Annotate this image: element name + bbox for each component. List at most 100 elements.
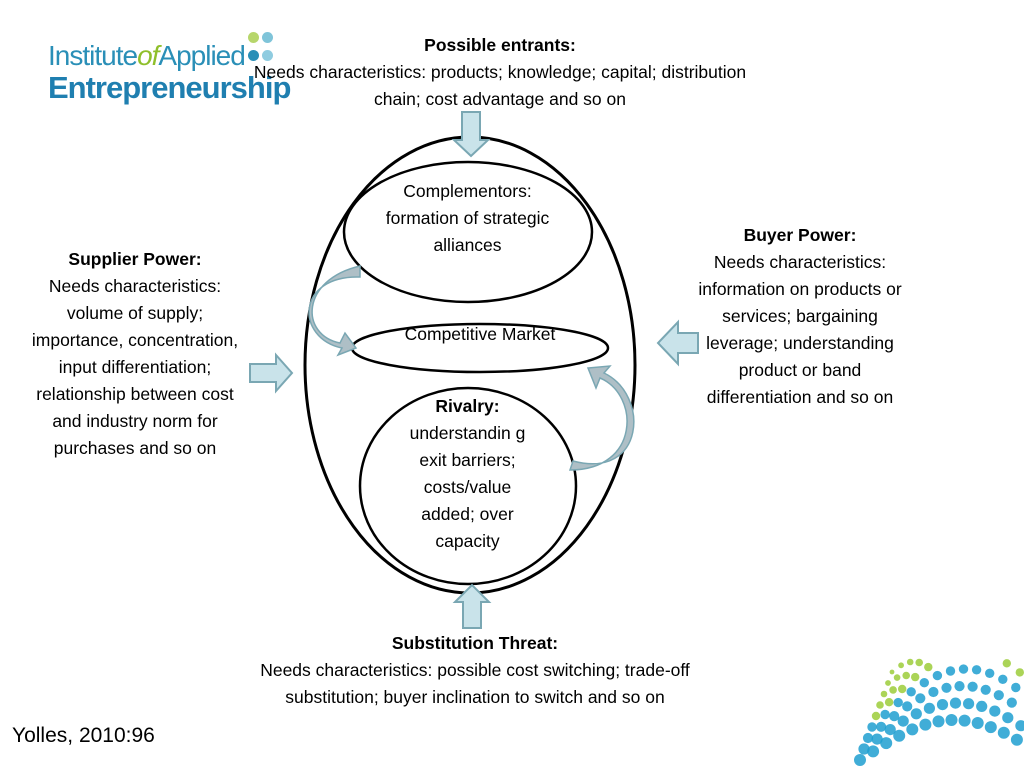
decor-dot [984, 721, 997, 734]
decor-dot [893, 729, 906, 742]
decor-dot [889, 669, 895, 675]
decor-dot [876, 721, 887, 732]
decor-dot [941, 682, 952, 693]
substitution-title: Substitution Threat: [391, 633, 559, 653]
decor-dot [885, 680, 891, 686]
decor-dot [862, 732, 874, 744]
rivalry-title: Rivalry: [435, 396, 500, 416]
logo-word-of: of [137, 40, 159, 71]
decor-dot [932, 670, 943, 681]
decor-dot [889, 686, 897, 694]
decor-dot [906, 687, 916, 697]
curved-arrow-left [308, 265, 361, 357]
decor-dot [923, 702, 936, 714]
supplier-body: Needs characteristics: volume of supply;… [31, 276, 239, 458]
arrow-right-supplier [249, 352, 294, 394]
citation: Yolles, 2010:96 [12, 724, 155, 747]
decor-dot [993, 690, 1004, 701]
decor-dot [858, 743, 870, 755]
decor-dot [971, 665, 982, 675]
logo-line2: Entrepreneurship [48, 70, 291, 105]
decor-dot [924, 662, 933, 672]
institute-logo: InstituteofApplied Entrepreneurship [48, 30, 291, 106]
arrow-down-entrants [451, 111, 491, 158]
decor-dot [1015, 720, 1024, 732]
decor-dot [963, 698, 975, 710]
decor-dot [915, 693, 926, 704]
decor-dot [945, 666, 956, 676]
decor-dot [949, 697, 962, 709]
entrants-text: Possible entrants: Needs characteristics… [240, 32, 760, 113]
decor-dot [989, 705, 1001, 717]
market-text: Competitive Market [400, 321, 560, 348]
decor-dot [876, 701, 884, 709]
decor-dot [1015, 668, 1024, 677]
decor-dot [854, 754, 866, 766]
decor-dot [932, 715, 945, 728]
decor-dot [919, 678, 929, 688]
arrow-up-substitution [452, 583, 492, 629]
logo-dot [262, 32, 273, 43]
rivalry-ellipse [358, 386, 578, 586]
rivalry-text: Rivalry: understandin g exit barriers; c… [395, 393, 540, 555]
logo-word-applied: Applied [158, 40, 245, 71]
decor-dot [967, 681, 978, 692]
buyer-title: Buyer Power: [743, 225, 857, 245]
decor-dot [902, 671, 910, 680]
decor-dot [871, 711, 881, 721]
curved-arrow-right [568, 365, 635, 471]
buyer-body: Needs characteristics: information on pr… [698, 252, 902, 407]
decor-dot [919, 718, 932, 731]
decor-dot [884, 698, 894, 707]
decor-dot [985, 668, 995, 678]
decor-dot [906, 723, 919, 736]
logo-line1: InstituteofApplied [48, 40, 246, 72]
decor-dot [880, 737, 893, 750]
decor-dot [880, 690, 888, 698]
substitution-text: Substitution Threat: Needs characteristi… [220, 630, 730, 711]
supplier-title: Supplier Power: [68, 249, 202, 269]
buyer-text: Buyer Power: Needs characteristics: info… [695, 222, 905, 411]
complementors-text: Complementors: formation of strategic al… [380, 178, 555, 259]
decor-dot [897, 715, 909, 727]
decor-dot [898, 662, 904, 669]
complementors-body: Complementors: formation of strategic al… [385, 181, 550, 255]
decor-dot [902, 701, 913, 712]
logo-dot [262, 50, 273, 61]
logo-word-institute: Institute [48, 40, 138, 71]
decor-dot [906, 658, 914, 666]
decor-dot [898, 684, 907, 694]
substitution-body: Needs characteristics: possible cost swi… [260, 660, 690, 707]
decor-dot [867, 722, 877, 732]
decor-dot [1006, 697, 1017, 708]
decor-dot [893, 697, 903, 708]
decor-dot [945, 714, 958, 726]
decorative-swirl [854, 658, 1024, 766]
decor-dot [980, 684, 991, 695]
decor-dot [910, 708, 922, 720]
logo-dot [248, 50, 259, 61]
market-body: Competitive Market [404, 324, 556, 344]
decor-dot [915, 658, 923, 667]
entrants-title: Possible entrants: [424, 35, 576, 55]
arrow-left-buyer [656, 319, 699, 367]
decor-dot [889, 711, 900, 722]
logo-dots [248, 30, 280, 66]
decor-dot [936, 699, 949, 711]
decor-dot [1011, 682, 1021, 693]
decor-dot [893, 674, 901, 681]
decor-dot [884, 724, 896, 736]
decor-dot [867, 745, 880, 758]
complementors-ellipse [342, 160, 594, 304]
decor-dot [1002, 712, 1014, 724]
decor-dot [976, 700, 988, 713]
decor-dot [928, 686, 939, 698]
decor-dot [954, 681, 965, 692]
decor-dot [958, 714, 971, 727]
decor-dot [997, 726, 1010, 739]
decor-dot [871, 733, 883, 745]
decor-dot [971, 717, 984, 729]
decor-dot [880, 709, 890, 720]
entrants-body: Needs characteristics: products; knowled… [253, 62, 747, 109]
